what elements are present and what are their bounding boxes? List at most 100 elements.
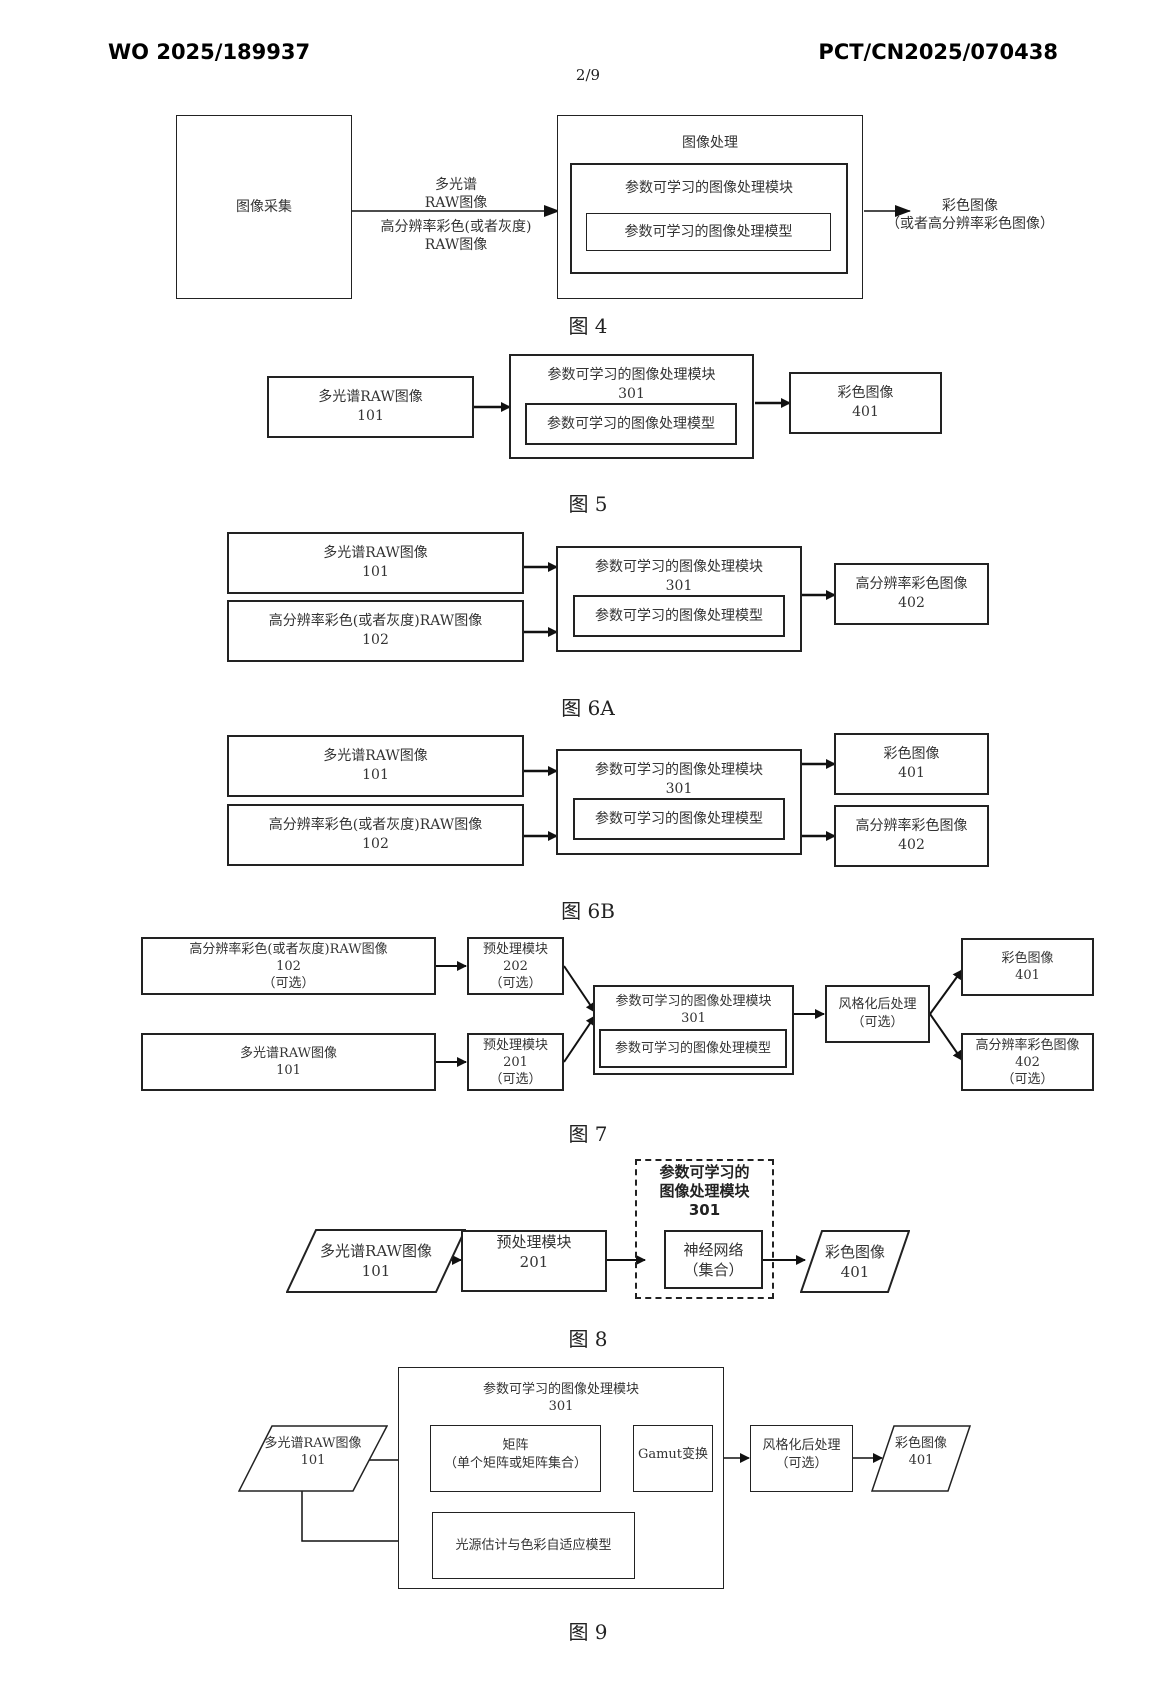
fig8-module-dashed-box: 参数可学习的 图像处理模块 301 bbox=[635, 1159, 774, 1299]
fig8-module-line1: 参数可学习的 bbox=[659, 1163, 750, 1181]
fig6b-output2-box: 高分辨率彩色图像 402 bbox=[834, 805, 989, 867]
fig5-caption: 图 5 bbox=[568, 492, 608, 516]
fig6b-caption: 图 6B bbox=[561, 899, 615, 923]
fig6a-input1-ref: 101 bbox=[362, 564, 389, 580]
fig7-input1-ref: 101 bbox=[276, 1063, 301, 1078]
fig7-pre2-label: 预处理模块 bbox=[482, 941, 548, 957]
fig7-pre1-ref: 201 bbox=[503, 1054, 528, 1070]
fig6a-output-box: 高分辨率彩色图像 402 bbox=[834, 563, 989, 625]
fig9-output-ref: 401 bbox=[908, 1452, 934, 1468]
fig4-input-top-line2: RAW图像 bbox=[424, 195, 488, 211]
fig9-output-label: 彩色图像 bbox=[894, 1435, 947, 1451]
fig5-input-ref: 101 bbox=[357, 408, 384, 424]
fig4-processing-title: 图像处理 bbox=[682, 135, 738, 151]
fig7-module-label: 参数可学习的图像处理模块 bbox=[615, 994, 772, 1009]
fig7-post-box: 风格化后处理 （可选） bbox=[825, 985, 930, 1043]
fig9-input-shape bbox=[238, 1425, 388, 1492]
fig8-nn-label: 神经网络 bbox=[683, 1240, 744, 1259]
fig9-illum-label: 光源估计与色彩自适应模型 bbox=[455, 1538, 612, 1553]
fig6a-caption: 图 6A bbox=[561, 696, 615, 720]
fig6a-input2-label: 高分辨率彩色(或者灰度)RAW图像 bbox=[268, 613, 483, 629]
fig7-input2-note: （可选） bbox=[262, 975, 315, 991]
fig7-output1-ref: 401 bbox=[1015, 968, 1040, 983]
fig8-input-shape bbox=[286, 1229, 466, 1293]
fig4-output-line2: （或者高分辨率彩色图像） bbox=[886, 216, 1054, 232]
fig9-input-label: 多光谱RAW图像 bbox=[264, 1435, 362, 1451]
fig9-matrix-box: 矩阵 （单个矩阵或矩阵集合） bbox=[430, 1425, 601, 1492]
fig8-pre-ref: 201 bbox=[519, 1253, 549, 1271]
fig4-input-bottom-line1: 高分辨率彩色(或者灰度) bbox=[380, 219, 532, 235]
fig7-input2-box: 高分辨率彩色(或者灰度)RAW图像 102 （可选） bbox=[141, 937, 436, 995]
fig7-pre1-note: （可选） bbox=[489, 1071, 542, 1087]
fig5-output-box: 彩色图像 401 bbox=[789, 372, 942, 434]
fig6b-model-label: 参数可学习的图像处理模型 bbox=[595, 810, 763, 827]
fig7-output1-box: 彩色图像 401 bbox=[961, 938, 1094, 996]
fig4-acquisition-label: 图像采集 bbox=[236, 198, 292, 215]
fig6a-module-label: 参数可学习的图像处理模块 bbox=[595, 559, 763, 575]
fig7-input1-box: 多光谱RAW图像 101 bbox=[141, 1033, 436, 1091]
fig6a-input2-ref: 102 bbox=[362, 632, 389, 648]
fig4-image-acquisition-box: 图像采集 bbox=[176, 115, 352, 299]
fig8-output-shape bbox=[800, 1230, 910, 1293]
fig4-input-top-label: 多光谱 RAW图像 bbox=[352, 176, 560, 212]
fig8-input-text: 多光谱RAW图像 101 bbox=[286, 1229, 466, 1293]
fig9-output-text: 彩色图像 401 bbox=[871, 1425, 971, 1492]
fig9-post-box: 风格化后处理 （可选） bbox=[750, 1425, 853, 1492]
fig9-matrix-note: （单个矩阵或矩阵集合） bbox=[443, 1455, 587, 1471]
fig6a-model-box: 参数可学习的图像处理模型 bbox=[573, 595, 785, 637]
fig8-module-line2: 图像处理模块 bbox=[659, 1182, 750, 1200]
fig5-output-label: 彩色图像 bbox=[837, 385, 894, 401]
fig7-output2-note: （可选） bbox=[1001, 1071, 1054, 1087]
fig8-input-label: 多光谱RAW图像 bbox=[320, 1242, 432, 1260]
fig4-output-label: 彩色图像 （或者高分辨率彩色图像） bbox=[860, 197, 1080, 233]
fig8-pre-label: 预处理模块 bbox=[496, 1233, 572, 1251]
fig7-output2-box: 高分辨率彩色图像 402 （可选） bbox=[961, 1033, 1094, 1091]
fig4-caption: 图 4 bbox=[568, 314, 608, 338]
fig6a-output-label: 高分辨率彩色图像 bbox=[855, 576, 968, 592]
fig6b-input2-label: 高分辨率彩色(或者灰度)RAW图像 bbox=[268, 817, 483, 833]
fig6b-module-label: 参数可学习的图像处理模块 bbox=[595, 762, 763, 778]
fig7-pre1-label: 预处理模块 bbox=[482, 1037, 548, 1053]
fig7-pre2-note: （可选） bbox=[489, 975, 542, 991]
fig6a-input1-label: 多光谱RAW图像 bbox=[323, 545, 428, 561]
page-indicator: 2/9 bbox=[575, 66, 601, 84]
fig9-output-shape bbox=[871, 1425, 971, 1492]
fig6a-input2-box: 高分辨率彩色(或者灰度)RAW图像 102 bbox=[227, 600, 524, 662]
fig5-input-box: 多光谱RAW图像 101 bbox=[267, 376, 474, 438]
fig5-input-label: 多光谱RAW图像 bbox=[318, 389, 423, 405]
fig7-output2-ref: 402 bbox=[1015, 1054, 1040, 1070]
fig6b-output1-ref: 401 bbox=[898, 765, 925, 781]
fig7-input2-label: 高分辨率彩色(或者灰度)RAW图像 bbox=[189, 941, 388, 957]
fig7-pre2-box: 预处理模块 202 （可选） bbox=[467, 937, 564, 995]
fig7-arrow-output1 bbox=[929, 969, 963, 1015]
fig7-module-ref: 301 bbox=[681, 1011, 706, 1026]
fig6b-output1-label: 彩色图像 bbox=[883, 746, 940, 762]
fig9-caption: 图 9 bbox=[568, 1620, 608, 1644]
fig7-output1-label: 彩色图像 bbox=[1001, 951, 1054, 966]
fig5-model-label: 参数可学习的图像处理模型 bbox=[547, 415, 715, 432]
fig6b-output2-label: 高分辨率彩色图像 bbox=[855, 818, 968, 834]
fig6a-input1-box: 多光谱RAW图像 101 bbox=[227, 532, 524, 594]
fig6a-model-label: 参数可学习的图像处理模型 bbox=[595, 607, 763, 624]
fig4-module-title: 参数可学习的图像处理模块 bbox=[625, 180, 793, 196]
fig8-output-parallelogram: 彩色图像 401 bbox=[800, 1230, 910, 1293]
fig9-output-parallelogram: 彩色图像 401 bbox=[871, 1425, 971, 1492]
fig7-arrow-pre2 bbox=[563, 965, 596, 1013]
fig9-input-text: 多光谱RAW图像 101 bbox=[238, 1425, 388, 1492]
fig5-model-box: 参数可学习的图像处理模型 bbox=[525, 403, 737, 445]
fig6b-module-ref: 301 bbox=[665, 781, 693, 797]
fig4-input-bottom-line2: RAW图像 bbox=[424, 237, 488, 253]
fig7-caption: 图 7 bbox=[568, 1122, 608, 1146]
publication-number: WO 2025/189937 bbox=[108, 40, 311, 64]
fig6b-input1-label: 多光谱RAW图像 bbox=[323, 748, 428, 764]
fig8-pre-box: 预处理模块 201 bbox=[461, 1230, 607, 1292]
fig8-nn-note: （集合） bbox=[683, 1260, 744, 1279]
fig9-input-ref: 101 bbox=[300, 1452, 326, 1468]
fig7-model-box: 参数可学习的图像处理模型 bbox=[599, 1029, 787, 1068]
fig6b-input2-box: 高分辨率彩色(或者灰度)RAW图像 102 bbox=[227, 804, 524, 866]
fig6b-input2-ref: 102 bbox=[362, 836, 389, 852]
application-number: PCT/CN2025/070438 bbox=[818, 40, 1058, 64]
fig9-matrix-label: 矩阵 bbox=[502, 1437, 529, 1453]
fig7-output2-label: 高分辨率彩色图像 bbox=[975, 1037, 1080, 1053]
fig7-input1-label: 多光谱RAW图像 bbox=[239, 1046, 337, 1061]
